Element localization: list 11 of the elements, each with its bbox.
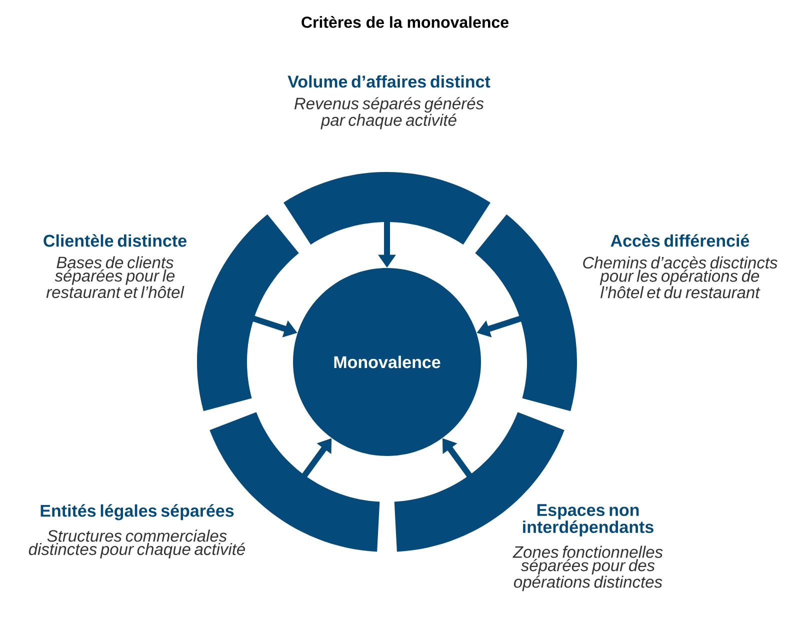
criterion-description: Chemins d’accès disctincts pour les opérations de l’hôtel et du restaurant (583, 256, 778, 298)
criterion-heading: Volume d’affaires distinct (288, 75, 490, 88)
criterion-description: Bases de clients séparées pour le restaurant et l’hôtel (46, 256, 184, 298)
diagram-title: Critères de la monovalence (302, 16, 508, 28)
criterion-description: Zones fonctionnelles séparées pour des opérations distinctes (512, 546, 663, 592)
criterion-heading: Espaces non interdépendants (523, 504, 654, 536)
criterion-description: Structures commerciales distinctes pour chaque activité (28, 530, 245, 558)
criterion-heading: Accès différencié (610, 234, 750, 247)
criterion-heading: Clientèle distincte (44, 234, 186, 247)
criterion-description: Revenus séparés générés par chaque activité (294, 97, 484, 130)
criterion-heading: Entités légales séparées (40, 504, 234, 520)
